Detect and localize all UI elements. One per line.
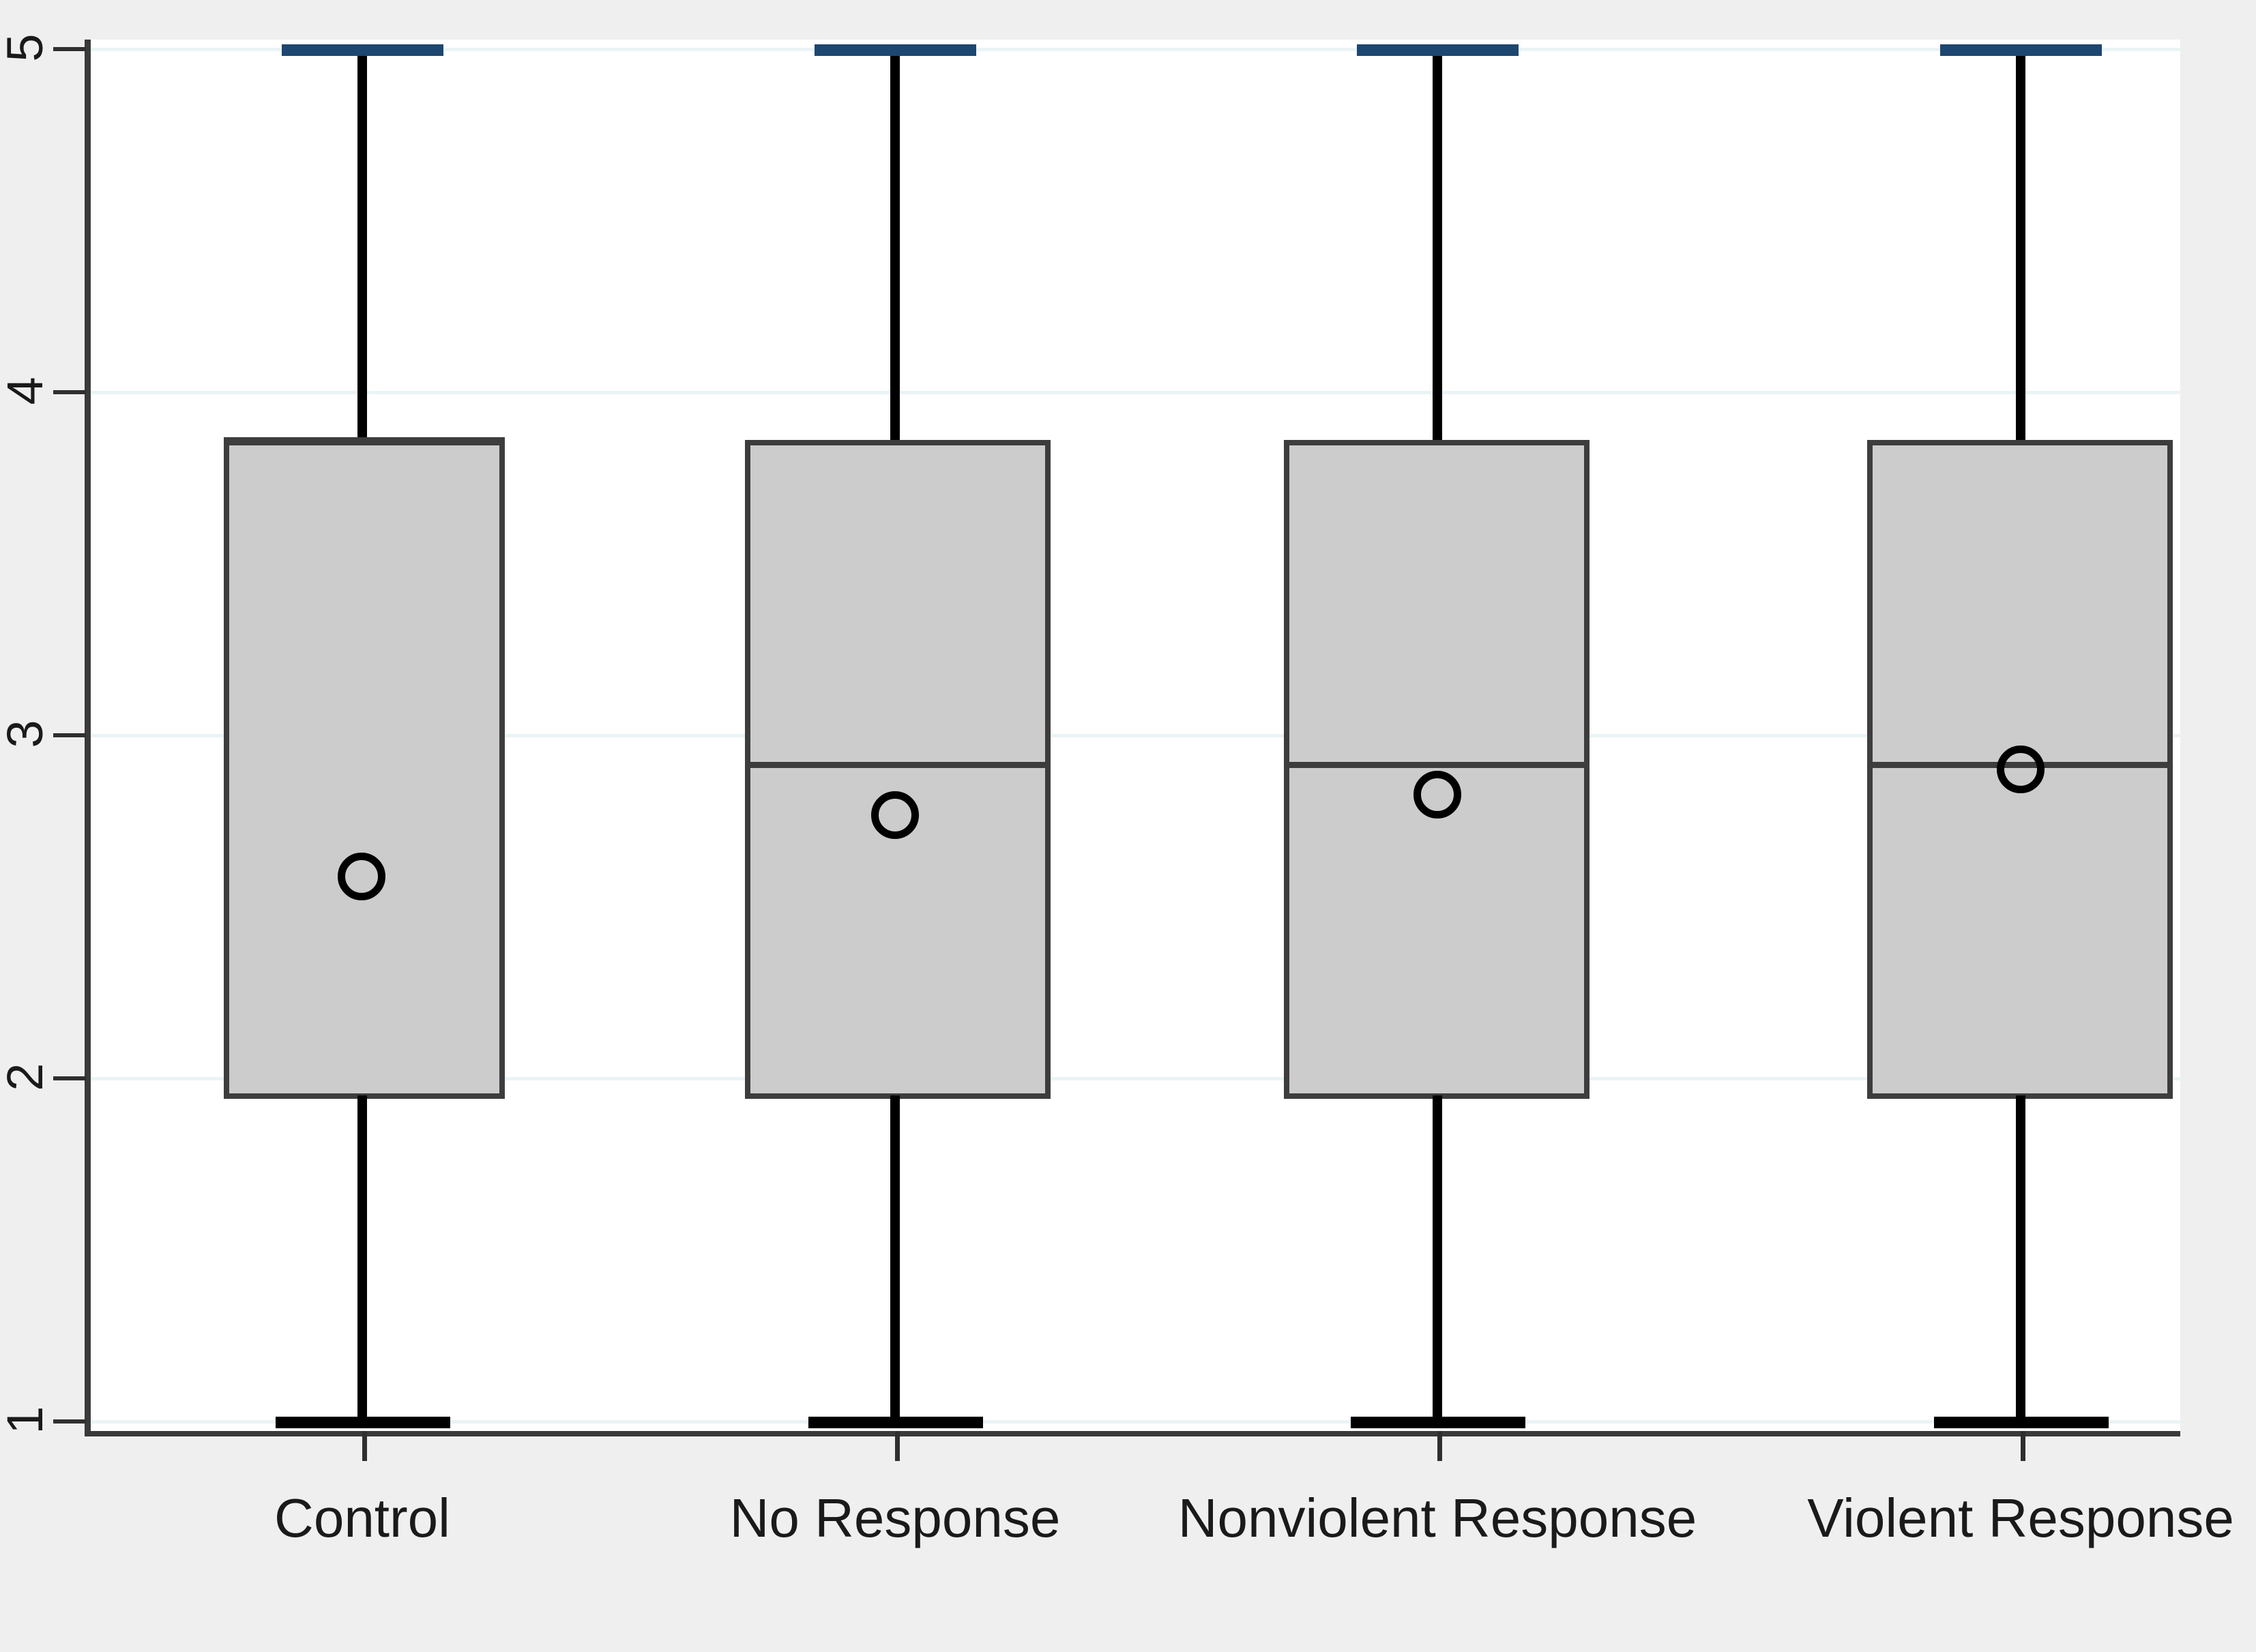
median-no-response	[745, 762, 1051, 768]
upper-cap-control	[282, 44, 443, 56]
x-tick-label-nonviolent-response: Nonviolent Response	[1177, 1488, 1697, 1548]
lower-cap-violent-response	[1934, 1417, 2109, 1428]
y-tick-mark-3	[53, 733, 86, 737]
upper-whisker-control	[357, 48, 367, 443]
x-axis-line	[85, 1431, 2180, 1436]
box-nonviolent-response	[1284, 440, 1590, 1099]
x-tick-label-control: Control	[274, 1488, 450, 1548]
lower-cap-no-response	[808, 1417, 983, 1428]
y-tick-mark-4	[53, 390, 86, 394]
y-axis-line	[85, 40, 91, 1434]
gridline-2	[89, 1077, 2180, 1080]
upper-whisker-violent-response	[2016, 48, 2025, 443]
upper-whisker-no-response	[890, 48, 900, 443]
box-no-response	[745, 440, 1051, 1099]
median-nonviolent-response	[1284, 762, 1590, 768]
upper-whisker-nonviolent-response	[1433, 48, 1442, 443]
y-tick-mark-5	[53, 47, 86, 51]
y-tick-mark-2	[53, 1076, 86, 1080]
y-tick-label-5: 5	[0, 33, 53, 62]
mean-marker-nonviolent-response	[1413, 771, 1461, 818]
upper-cap-nonviolent-response	[1357, 44, 1519, 56]
gridline-5	[89, 48, 2180, 51]
x-tick-label-no-response: No Response	[729, 1488, 1061, 1548]
y-tick-label-1: 1	[0, 1406, 53, 1434]
x-tick-label-violent-response: Violent Response	[1807, 1488, 2234, 1548]
lower-whisker-no-response	[890, 1095, 900, 1426]
lower-whisker-violent-response	[2016, 1095, 2025, 1426]
box-control	[224, 440, 505, 1099]
gridline-3	[89, 734, 2180, 737]
median-control	[224, 437, 505, 443]
x-tick-mark-control	[362, 1431, 367, 1461]
gridline-4	[89, 391, 2180, 394]
lower-whisker-nonviolent-response	[1433, 1095, 1442, 1426]
y-tick-label-4: 4	[0, 377, 53, 405]
upper-cap-violent-response	[1940, 44, 2102, 56]
mean-marker-no-response	[871, 791, 919, 839]
lower-cap-control	[276, 1417, 450, 1428]
mean-marker-control	[338, 853, 385, 900]
x-tick-mark-no-response	[895, 1431, 900, 1461]
gridline-1	[89, 1420, 2180, 1424]
y-tick-label-2: 2	[0, 1063, 53, 1091]
y-tick-label-3: 3	[0, 720, 53, 748]
x-tick-mark-violent-response	[2021, 1431, 2025, 1461]
x-tick-mark-nonviolent-response	[1437, 1431, 1442, 1461]
lower-whisker-control	[357, 1095, 367, 1426]
upper-cap-no-response	[815, 44, 976, 56]
y-tick-mark-1	[53, 1419, 86, 1424]
lower-cap-nonviolent-response	[1351, 1417, 1525, 1428]
mean-marker-violent-response	[1997, 746, 2045, 793]
